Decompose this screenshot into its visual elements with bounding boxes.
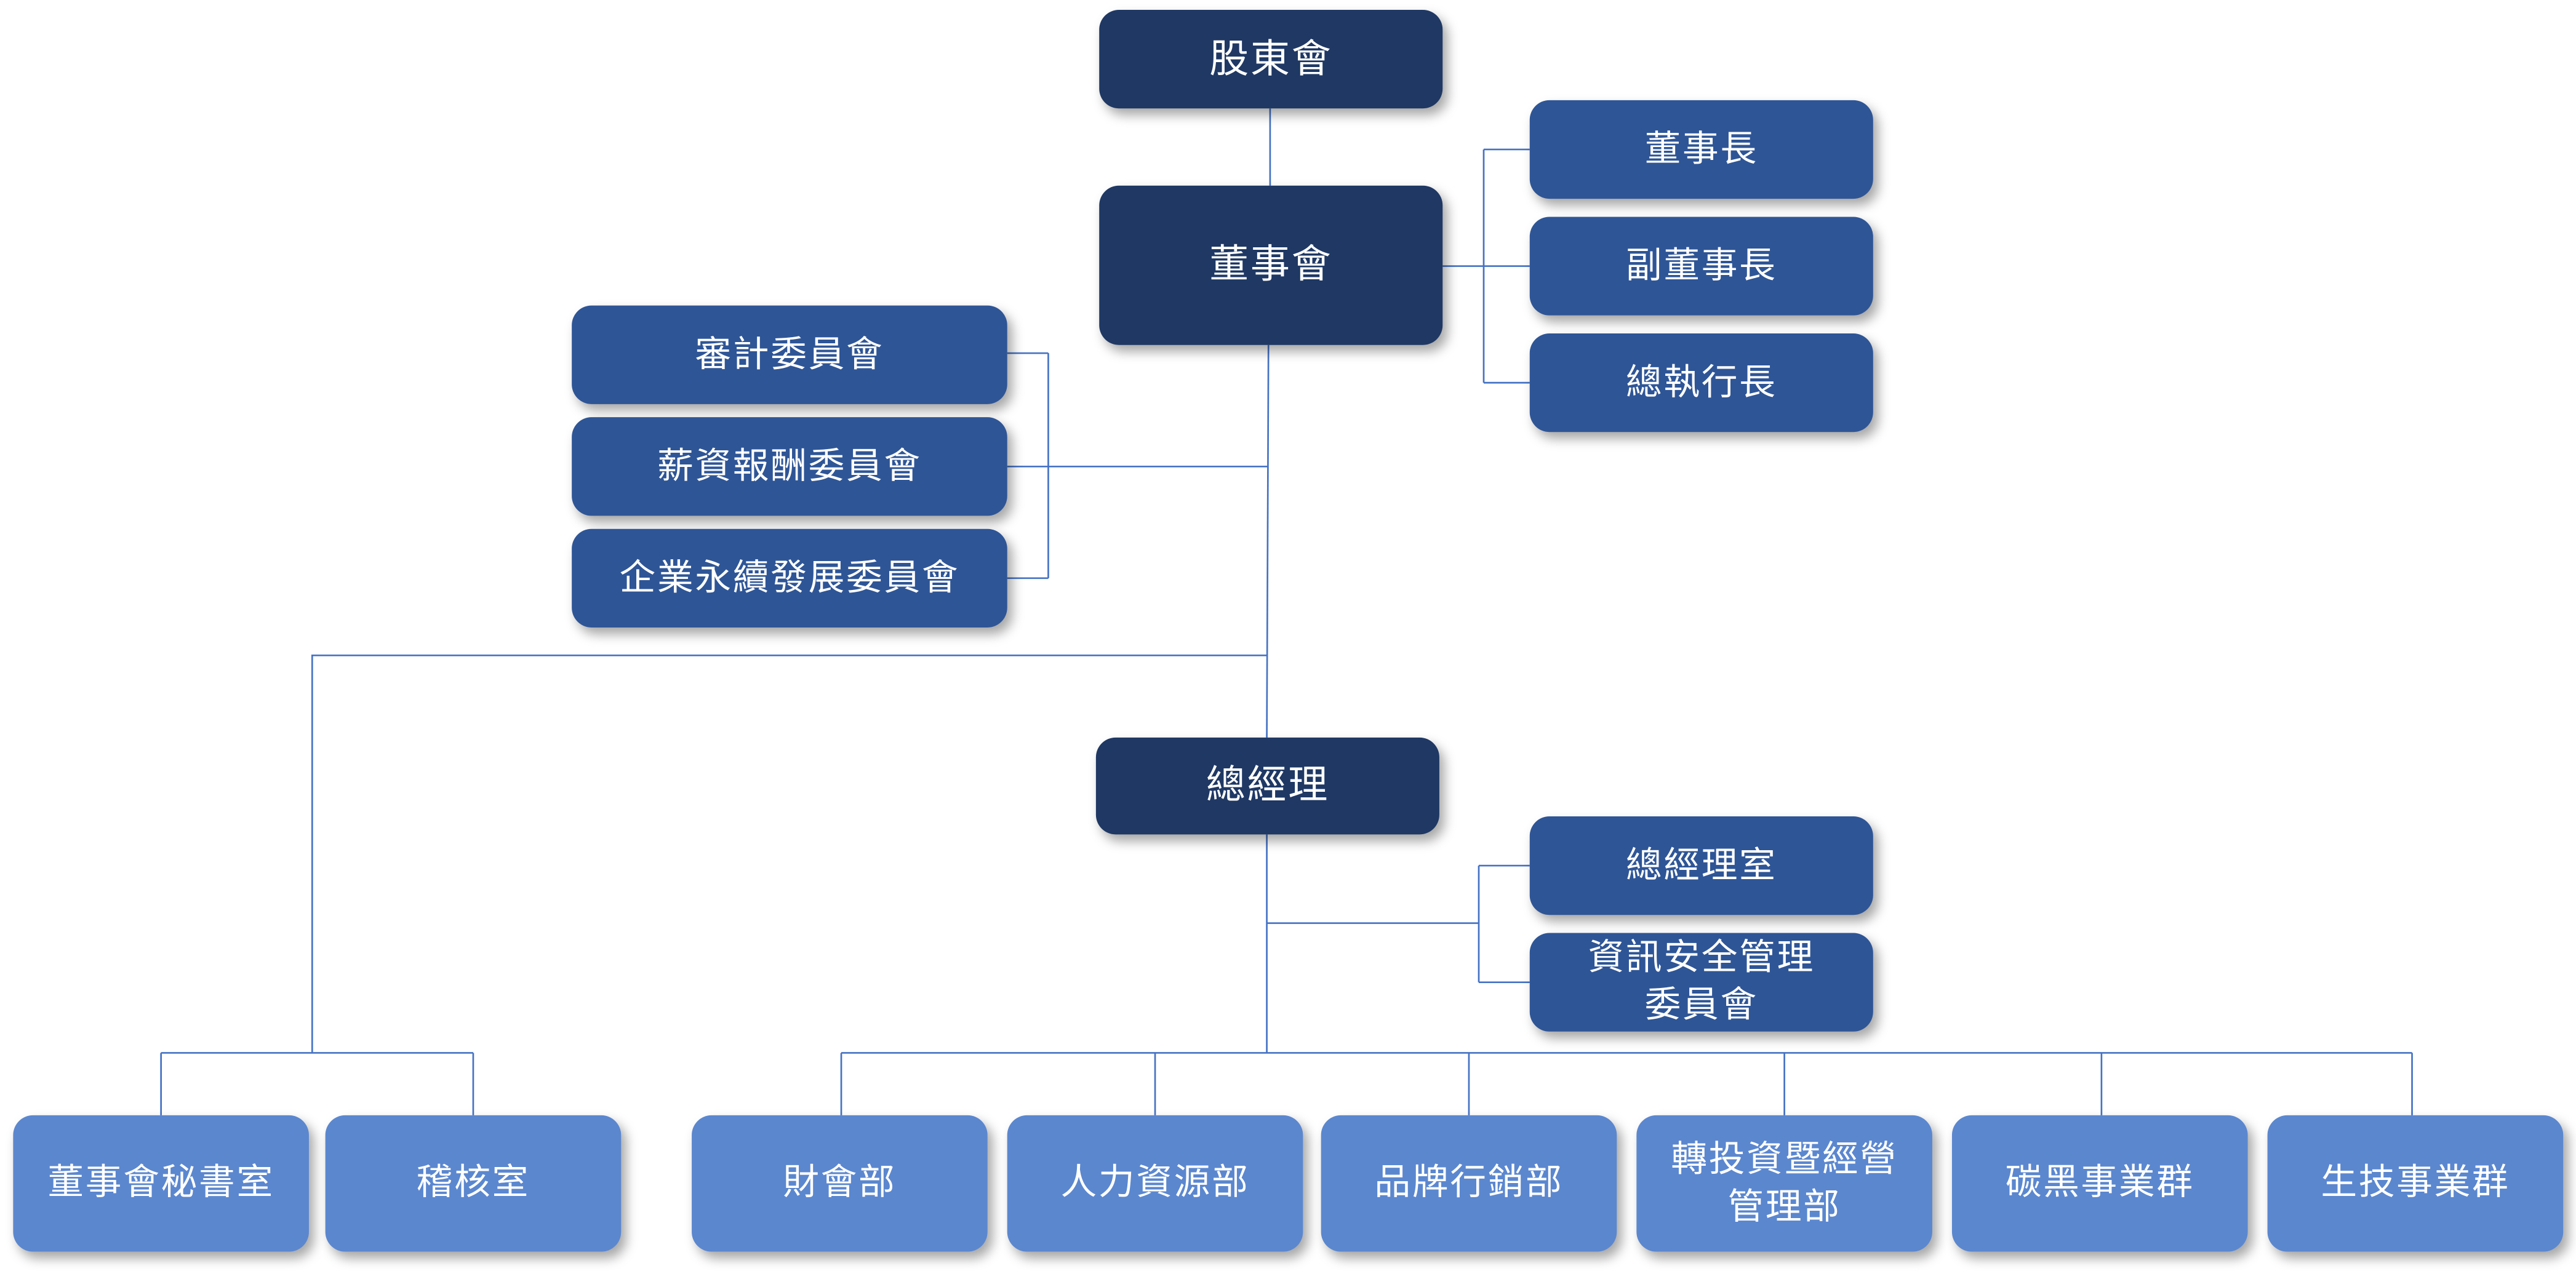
gm-unit-infosec-committee: 資訊安全管理 委員會 [1529,933,1873,1032]
connector-board-units [160,654,1267,1115]
department-carbon-black: 碳黑事業群 [1951,1115,2248,1252]
board-officer-vice-chairman: 副董事長 [1529,217,1873,316]
connector-departments [840,1052,2413,1115]
committee-sustainability: 企業永續發展委員會 [572,528,1007,628]
department-finance: 財會部 [692,1115,988,1252]
department-brand-marketing: 品牌行銷部 [1321,1115,1617,1252]
general-manager-box: 總經理 [1095,737,1439,835]
department-hr: 人力資源部 [1007,1115,1303,1252]
board-officer-chairman: 董事長 [1529,100,1873,199]
board-unit-secretariat: 董事會秘書室 [13,1115,309,1252]
committee-remuneration: 薪資報酬委員會 [572,417,1007,516]
connector-board-gm [1266,345,1270,738]
department-biotech: 生技事業群 [2267,1115,2564,1252]
board-officer-ceo: 總執行長 [1529,333,1873,432]
gm-unit-office: 總經理室 [1529,816,1873,915]
board-unit-audit-office: 稽核室 [325,1115,622,1252]
department-investment-management: 轉投資暨經營 管理部 [1636,1115,1932,1252]
committee-audit: 審計委員會 [572,305,1007,404]
board-box: 董事會 [1099,185,1443,345]
connector-gm-units [1266,864,1530,983]
connector-committees [1007,352,1269,580]
shareholders-box: 股東會 [1099,10,1443,109]
connector-board-officers [1442,148,1530,384]
